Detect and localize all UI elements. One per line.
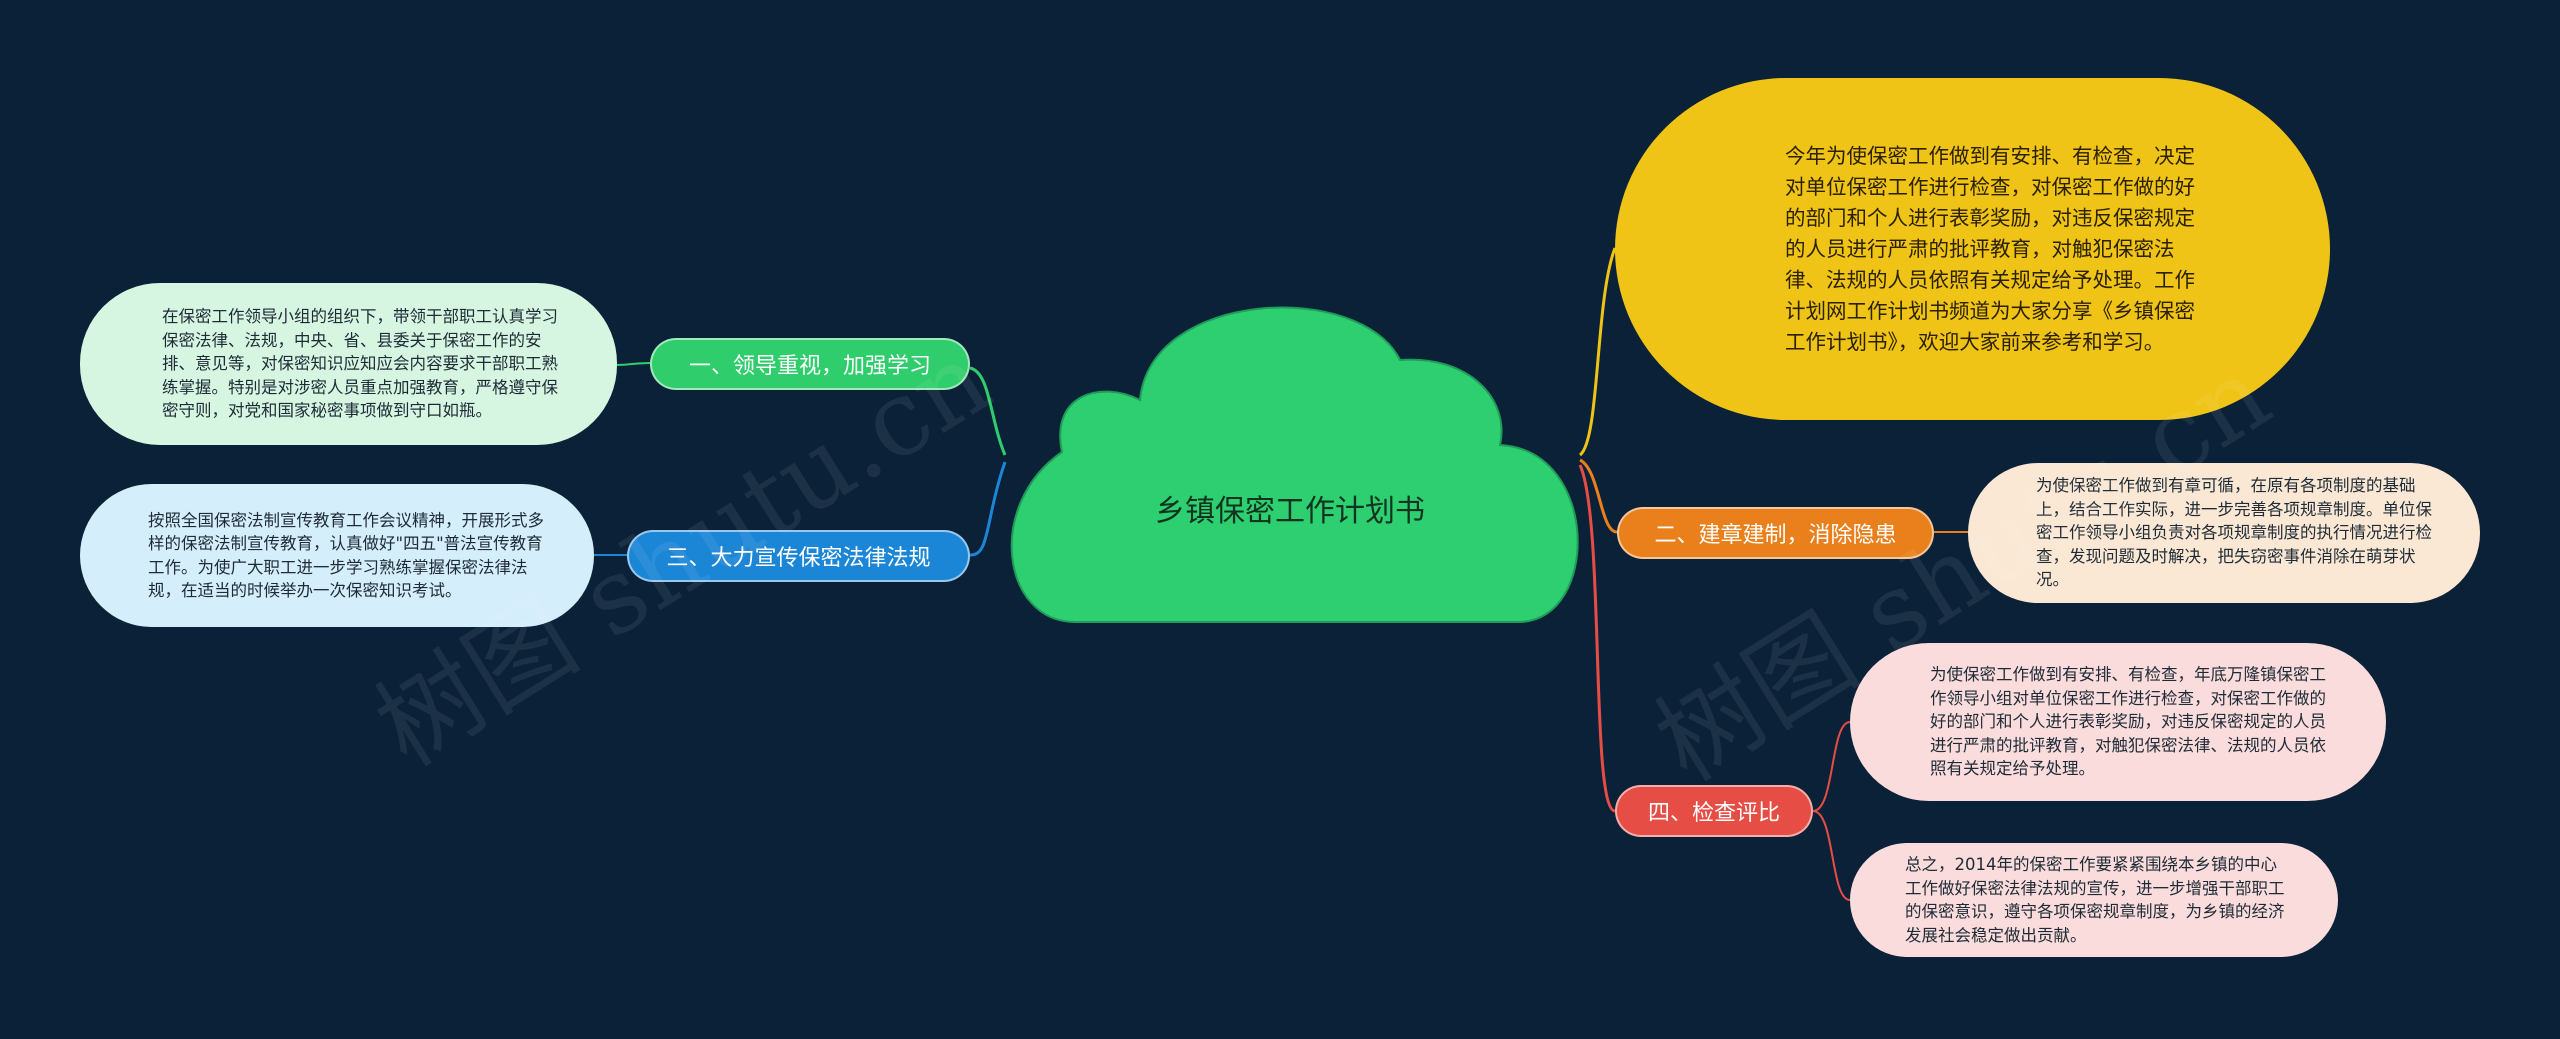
branch-leadership-study[interactable]: 一、领导重视，加强学习 [650, 338, 970, 390]
branch-leadership-study-label: 一、领导重视，加强学习 [688, 354, 931, 379]
leaf-inspection-b[interactable]: 总之，2014年的保密工作要紧紧围绕本乡镇的中心工作做好保密法律法规的宣传，进一… [1850, 843, 2338, 957]
branch-inspection-label: 四、检查评比 [1647, 801, 1780, 826]
leaf-leadership-study-text: 在保密工作领导小组的组织下，带领干部职工认真学习保密法律、法规，中央、省、县委关… [162, 307, 558, 421]
leaf-publicize-laws[interactable]: 按照全国保密法制宣传教育工作会议精神，开展形式多样的保密法制宣传教育，认真做好"… [80, 484, 594, 627]
link-b4-to-l4a [1812, 721, 1851, 812]
leaf-build-rules[interactable]: 为使保密工作做到有章可循，在原有各项制度的基础上，结合工作实际，进一步完善各项规… [1968, 463, 2480, 603]
branch-inspection[interactable]: 四、检查评比 [1615, 785, 1813, 837]
link-center-to-b1 [969, 366, 1007, 456]
link-center-to-b2 [1579, 458, 1618, 534]
center-title: 乡镇保密工作计划书 [1155, 494, 1425, 529]
leaf-inspection-b-text: 总之，2014年的保密工作要紧紧围绕本乡镇的中心工作做好保密法律法规的宣传，进一… [1905, 855, 2285, 945]
link-center-to-intro [1578, 247, 1617, 457]
branch-build-rules[interactable]: 二、建章建制，消除隐患 [1617, 507, 1934, 559]
branch-publicize-laws[interactable]: 三、大力宣传保密法律法规 [627, 530, 970, 582]
branch-publicize-laws-label: 三、大力宣传保密法律法规 [666, 546, 931, 571]
leaf-inspection-a-text: 为使保密工作做到有安排、有检查，年底万隆镇保密工作领导小组对单位保密工作进行检查… [1930, 665, 2326, 779]
leaf-build-rules-text: 为使保密工作做到有章可循，在原有各项制度的基础上，结合工作实际，进一步完善各项规… [2036, 476, 2432, 590]
center-cloud-shape[interactable] [1010, 306, 1579, 623]
branch-build-rules-label: 二、建章建制，消除隐患 [1654, 523, 1897, 548]
leaf-publicize-laws-text: 按照全国保密法制宣传教育工作会议精神，开展形式多样的保密法制宣传教育，认真做好"… [148, 510, 544, 601]
link-center-to-b3 [969, 461, 1007, 557]
link-b1-to-l1 [616, 362, 651, 366]
intro-text: 今年为使保密工作做到有安排、有检查，决定对单位保密工作进行检查，对保密工作做的好… [1785, 143, 2195, 354]
link-b4-to-l4b [1812, 810, 1851, 901]
link-center-to-b4 [1578, 464, 1616, 813]
leaf-leadership-study[interactable]: 在保密工作领导小组的组织下，带领干部职工认真学习保密法律、法规，中央、省、县委关… [80, 283, 617, 445]
intro-bubble[interactable]: 今年为使保密工作做到有安排、有检查，决定对单位保密工作进行检查，对保密工作做的好… [1615, 78, 2330, 420]
leaf-inspection-a[interactable]: 为使保密工作做到有安排、有检查，年底万隆镇保密工作领导小组对单位保密工作进行检查… [1850, 643, 2386, 801]
